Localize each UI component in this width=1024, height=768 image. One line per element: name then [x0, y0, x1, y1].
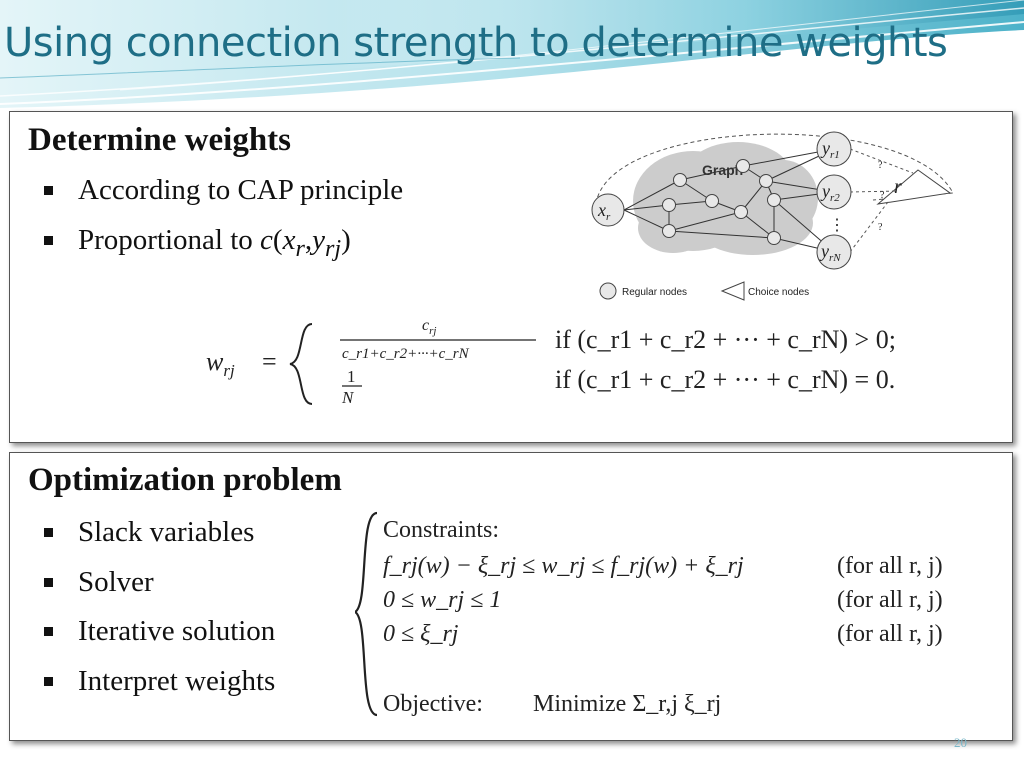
vertical-dots: ⋮	[829, 217, 845, 234]
output-node: yr1	[816, 131, 852, 167]
question-mark: ?	[878, 160, 883, 171]
graph-cloud	[633, 142, 818, 255]
fraction-denominator: c_r1+c_r2+···+c_rN	[342, 346, 470, 362]
svg-text:yr2: yr2	[820, 181, 840, 204]
weight-formula: wrj = crj c_r1+c_r2+···+c_rN 1 N if (c_r…	[206, 317, 896, 407]
output-node: yr2	[816, 174, 852, 210]
bullet-item: Slack variables	[42, 514, 275, 564]
one-numerator: 1	[347, 367, 356, 386]
svg-text:yr1: yr1	[820, 138, 840, 161]
var-x: x	[282, 223, 296, 256]
bullet-list: According to CAP principle Proportional …	[42, 172, 403, 271]
objective-expression: Minimize Σ_r,j ξ_rj	[533, 691, 721, 717]
square-bullet-icon	[44, 235, 53, 245]
constraints-label: Constraints:	[383, 517, 499, 543]
header-wave-decoration	[0, 0, 1024, 108]
left-brace	[355, 511, 378, 717]
legend-regular-label: Regular nodes	[622, 287, 687, 298]
bullet-text: Iterative solution	[78, 615, 276, 647]
objective-label: Objective:	[383, 691, 483, 717]
output-node: yrN	[816, 234, 852, 270]
input-node	[591, 193, 625, 227]
square-bullet-icon	[44, 528, 53, 537]
bullet-text: Slack variables	[78, 516, 255, 548]
input-node-label: xr	[597, 200, 611, 223]
slide-title: Using connection strength to determine w…	[4, 20, 948, 66]
svg-text:yrN: yrN	[819, 241, 841, 264]
paren-close: )	[341, 223, 351, 256]
var-x-subscript: r	[295, 234, 305, 262]
legend-choice-label: Choice nodes	[748, 287, 809, 298]
choice-triangle	[876, 169, 952, 205]
condition-zero: if (c_r1 + c_r2 + ··· + c_rN) = 0.	[555, 365, 895, 394]
equals-sign: =	[262, 347, 277, 376]
formula-lhs: wrj	[206, 347, 235, 380]
question-mark: ?	[878, 222, 883, 233]
optimization-formula: Constraints: f_rj(w) − ξ_rj ≤ w_rj ≤ f_r…	[355, 511, 943, 717]
graph-figure: Graph	[591, 131, 954, 301]
fraction-numerator: crj	[422, 317, 436, 337]
bullet-item: Solver	[42, 564, 275, 614]
bullet-item: Interpret weights	[42, 663, 275, 713]
constraint-line-3: 0 ≤ ξ_rj	[383, 621, 459, 647]
graph-label: Graph	[702, 162, 743, 178]
bullet-text: Interpret weights	[78, 664, 276, 697]
for-all-note: (for all r, j)	[837, 621, 943, 647]
optimization-panel: Optimization problem Slack variables Sol…	[9, 452, 1013, 741]
bullet-item: Proportional to c(xr,yrj)	[42, 222, 403, 272]
var-y-subscript: rj	[325, 234, 342, 262]
comma: ,	[304, 223, 313, 256]
choice-label: r	[894, 176, 902, 198]
square-bullet-icon	[44, 577, 53, 587]
bullet-item: Iterative solution	[42, 613, 275, 663]
square-bullet-icon	[44, 676, 53, 686]
square-bullet-icon	[44, 627, 53, 636]
n-denominator: N	[341, 388, 355, 407]
bullet-text: Solver	[78, 565, 154, 598]
function-c: c	[260, 223, 273, 256]
square-bullet-icon	[44, 186, 53, 195]
paren-open: (	[272, 223, 283, 256]
section-heading: Optimization problem	[28, 462, 342, 498]
question-mark: ?	[880, 190, 885, 201]
regular-node-legend-icon	[599, 282, 617, 300]
constraint-line-2: 0 ≤ w_rj ≤ 1	[383, 587, 501, 613]
bullet-text: Proportional to	[78, 223, 261, 256]
bullet-list: Slack variables Solver Iterative solutio…	[42, 514, 275, 712]
left-brace	[289, 323, 313, 405]
choice-node-legend-icon	[720, 281, 745, 301]
determine-weights-panel: Determine weights According to CAP princ…	[9, 111, 1013, 443]
for-all-note: (for all r, j)	[837, 587, 943, 613]
bullet-item: According to CAP principle	[42, 172, 403, 222]
regular-nodes	[662, 159, 781, 245]
section-heading: Determine weights	[28, 122, 292, 158]
constraint-line-1: f_rj(w) − ξ_rj ≤ w_rj ≤ f_rj(w) + ξ_rj	[383, 553, 744, 579]
bullet-text: According to CAP principle	[78, 174, 404, 206]
page-number: 20	[954, 735, 967, 750]
condition-positive: if (c_r1 + c_r2 + ··· + c_rN) > 0;	[555, 325, 896, 354]
for-all-note: (for all r, j)	[837, 553, 943, 579]
var-y: y	[312, 223, 325, 256]
